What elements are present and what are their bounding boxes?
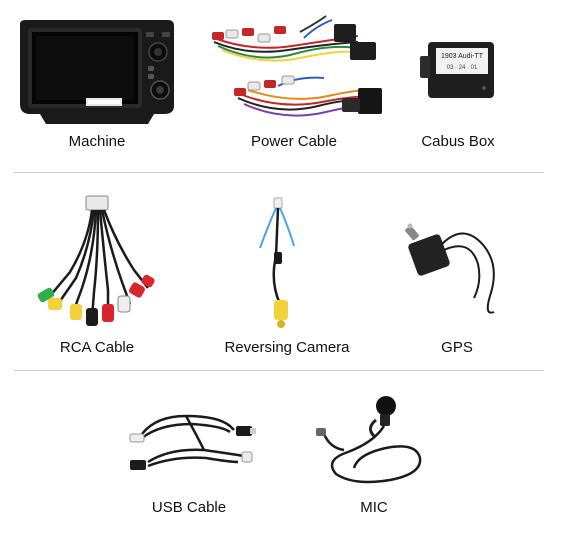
head-unit-icon <box>16 18 178 126</box>
item-label-rca-cable: RCA Cable <box>59 339 135 356</box>
item-label-power-cable: Power Cable <box>251 133 337 150</box>
rca-cable-icon <box>30 192 158 332</box>
canbus-box-icon: 1903 Audi-TT 03 · 24 · 01 <box>418 38 500 102</box>
row-divider-bottom <box>14 370 544 371</box>
row-divider-top <box>14 172 544 173</box>
gps-antenna-icon <box>404 216 504 320</box>
canbus-label-line1: 1903 Audi-TT <box>441 53 484 60</box>
item-label-reversing-camera: Reversing Camera <box>224 339 350 356</box>
item-label-gps: GPS <box>441 339 473 356</box>
item-label-usb-cable: USB Cable <box>151 499 227 516</box>
camera-cable-icon <box>250 196 310 332</box>
item-label-cabus-box: Cabus Box <box>421 133 495 150</box>
item-label-mic: MIC <box>360 499 388 516</box>
power-cable-icon <box>208 12 386 124</box>
canbus-label-line2: 03 · 24 · 01 <box>447 65 478 71</box>
item-label-machine: Machine <box>68 133 126 150</box>
usb-cable-icon <box>126 404 260 482</box>
microphone-icon <box>314 394 432 486</box>
